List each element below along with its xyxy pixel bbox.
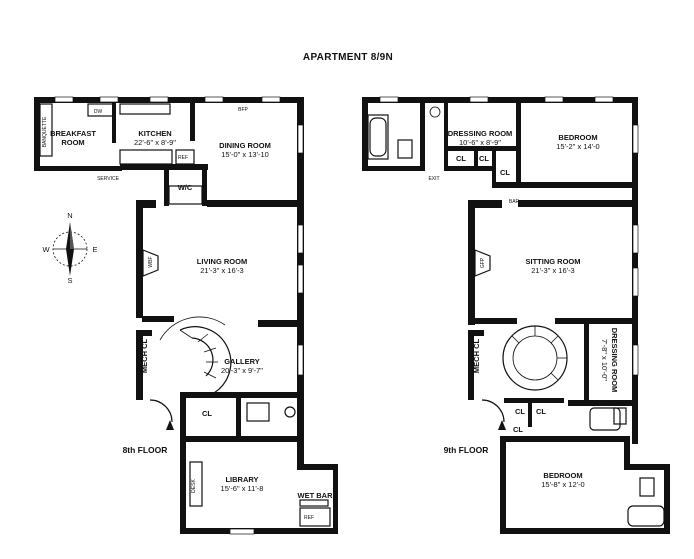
desk-label: DESK: [191, 479, 197, 493]
breakfast-room-name: BREAKFAST: [50, 129, 96, 138]
dressing-room-2-name: DRESSING ROOM: [610, 328, 619, 393]
dishwasher-label: DW: [94, 109, 103, 115]
closet-5-label: CL: [536, 407, 546, 416]
living-room-dims: 21'-3" x 16'-3: [200, 266, 243, 275]
breakfast-room-name2: ROOM: [61, 138, 84, 147]
floor-8-label: 8th FLOOR: [123, 445, 168, 455]
wet-bar-ref-label: REF: [304, 515, 314, 521]
living-room-name: LIVING ROOM: [197, 257, 247, 266]
closet-4-label: CL: [515, 407, 525, 416]
closet-2-label: CL: [479, 154, 489, 163]
dressing-room-dims: 10'-6" x 8'-9": [459, 138, 501, 147]
mech-cl-9-label: MECH CL: [472, 339, 481, 374]
compass-west: W: [42, 245, 50, 254]
floor-9-plan: DRESSING ROOM 10'-6" x 8'-9" CL CL CL EX…: [362, 96, 670, 534]
gfp-label: GFP: [480, 257, 486, 268]
exit-label: EXIT: [428, 176, 439, 182]
library-dims: 15'-6" x 11'-8: [221, 484, 264, 493]
closet-label: CL: [202, 409, 212, 418]
wbf-label: WBF: [148, 256, 154, 267]
floor-8-plan: BANQUETTE BREAKFAST ROOM DW KITCHEN 22'-…: [34, 96, 338, 535]
bedroom-2-name: BEDROOM: [543, 471, 582, 480]
wic-label: W/C: [178, 183, 193, 192]
sitting-room-name: SITTING ROOM: [526, 257, 581, 266]
service-label: SERVICE: [97, 176, 120, 182]
banquette-label: BANQUETTE: [42, 116, 48, 147]
compass-south: S: [67, 276, 72, 285]
wet-bar-name: WET BAR: [298, 491, 334, 500]
mech-cl-label: MECH CL: [140, 339, 149, 374]
compass-east: E: [92, 245, 97, 254]
bar-label: BAR: [509, 199, 520, 205]
library-name: LIBRARY: [225, 475, 258, 484]
pantry-label: PANTRY: [60, 166, 80, 172]
dressing-room-name: DRESSING ROOM: [448, 129, 513, 138]
dining-room-dims: 15'-0" x 13'-10: [221, 150, 269, 159]
plan-title: APARTMENT 8/9N: [303, 52, 393, 63]
closet-1-label: CL: [456, 154, 466, 163]
sitting-room-dims: 21'-3" x 16'-3: [531, 266, 574, 275]
kitchen-ref-label: REF: [178, 155, 188, 161]
floor-9-label: 9th FLOOR: [444, 445, 489, 455]
compass-north: N: [67, 211, 72, 220]
bedroom-1-dims: 15'-2" x 14'-0: [556, 142, 599, 151]
dressing-room-2-dims: 7'-8" x 10'-0": [600, 339, 609, 381]
bedroom-2-dims: 15'-8" x 12'-0: [541, 480, 584, 489]
dining-room-name: DINING ROOM: [219, 141, 271, 150]
closet-3-label: CL: [500, 168, 510, 177]
kitchen-name: KITCHEN: [138, 129, 171, 138]
gallery-name: GALLERY: [224, 357, 260, 366]
closet-6-label: CL: [513, 425, 523, 434]
bedroom-1-name: BEDROOM: [558, 133, 597, 142]
compass-rose-icon: N S W E: [42, 211, 97, 285]
kitchen-dims: 22'-6" x 8'-9": [134, 138, 176, 147]
gallery-dims: 20'-3" x 9'-7": [221, 366, 263, 375]
dining-bfp-label: BFP: [238, 107, 248, 113]
